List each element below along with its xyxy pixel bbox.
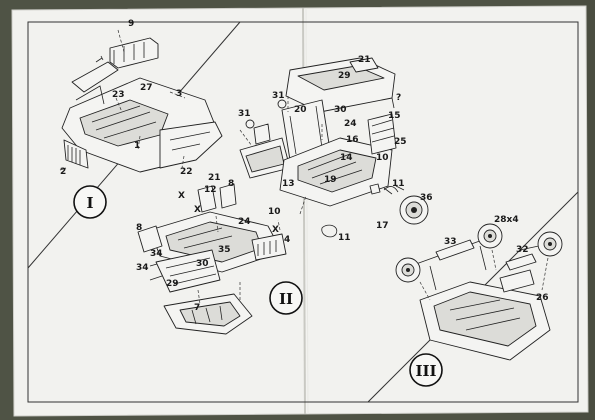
- step-3-badge: III: [409, 353, 443, 387]
- callout-label: 12: [204, 185, 217, 195]
- step-2-badge: II: [269, 281, 303, 315]
- callout-label: 7: [194, 303, 200, 313]
- callout-label: 17: [376, 221, 389, 231]
- query-mark: ?: [396, 93, 401, 103]
- callout-label: 21: [358, 55, 371, 65]
- callout-label: 29: [166, 279, 179, 289]
- callout-label: 14: [340, 153, 353, 163]
- step-3-numeral: III: [415, 362, 436, 380]
- callout-label: 31: [238, 109, 251, 119]
- callout-label: 30: [334, 105, 347, 115]
- callout-label: 21: [208, 173, 221, 183]
- callout-label: 24: [238, 217, 251, 227]
- step-1-badge: I: [73, 185, 107, 219]
- callout-label: 27: [140, 83, 153, 93]
- diagram-frame: [27, 21, 579, 403]
- callout-label: 24: [344, 119, 357, 129]
- callout-label: X: [272, 225, 279, 235]
- callout-label: 30: [196, 259, 209, 269]
- callout-label: 9: [128, 19, 134, 29]
- callout-label: 33: [444, 237, 457, 247]
- callout-label: 10: [268, 207, 281, 217]
- callout-label: 31: [272, 91, 285, 101]
- callout-label: 8: [228, 179, 234, 189]
- callout-label: X: [194, 205, 201, 215]
- callout-label: 32: [516, 245, 529, 255]
- callout-label: 23: [112, 90, 125, 100]
- callout-label: 26: [536, 293, 549, 303]
- step-2-numeral: II: [279, 290, 293, 308]
- callout-label: 16: [346, 135, 359, 145]
- callout-label: 11: [338, 233, 351, 243]
- callout-label: 22: [180, 167, 193, 177]
- step-2-callouts: 31 31 20 21 29 30 24 16 15 25 14 10 13 1…: [136, 55, 433, 313]
- callout-label: 10: [376, 153, 389, 163]
- callout-label: X: [178, 191, 185, 201]
- callout-label: 8: [136, 223, 142, 233]
- step-3-illustration: [395, 223, 563, 361]
- step-3-callouts: 28x4 33 32 26: [444, 215, 549, 303]
- callout-label: 1: [134, 141, 140, 151]
- callout-label: 29: [338, 71, 351, 81]
- step-1-illustration: [59, 29, 223, 173]
- step-2-illustration: [137, 57, 429, 335]
- callout-label: 11: [392, 179, 405, 189]
- step-1-callouts: 9 3 23 27 1 2 22: [60, 19, 193, 177]
- callout-label: 34: [136, 263, 149, 273]
- callout-label: 13: [282, 179, 295, 189]
- callout-label: 15: [388, 111, 401, 121]
- callout-label: 35: [218, 245, 231, 255]
- step-1-numeral: I: [86, 194, 93, 212]
- callout-label: 4: [284, 235, 290, 245]
- callout-label: 3: [176, 89, 182, 99]
- callout-label: 36: [420, 193, 433, 203]
- callout-label: 19: [324, 175, 337, 185]
- callout-label: 28x4: [494, 215, 519, 225]
- callout-label: 25: [394, 137, 407, 147]
- callout-label: 2: [60, 167, 66, 177]
- callout-label: 34: [150, 249, 163, 259]
- callout-label: 20: [294, 105, 307, 115]
